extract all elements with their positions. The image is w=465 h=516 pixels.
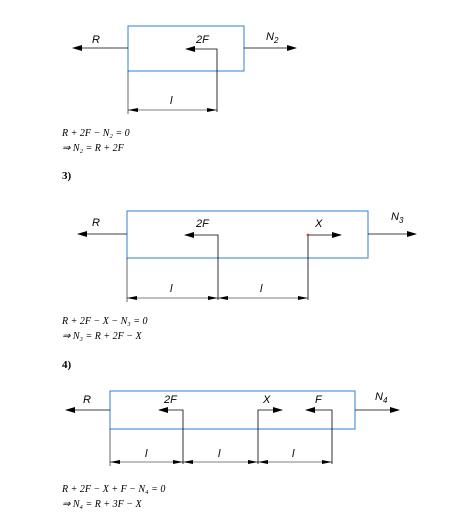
equation-3b: ⇒ N₄ = R + 3F − X bbox=[62, 499, 142, 510]
dim-arrow-r-1 bbox=[207, 108, 217, 112]
dim-label-1: l bbox=[170, 95, 173, 107]
label-2f-1: 2F bbox=[195, 34, 210, 46]
dim-label-3a: l bbox=[145, 448, 148, 460]
equation-1a: R + 2F − N₂ = 0 bbox=[62, 128, 130, 139]
dim-label-3c: l bbox=[292, 448, 295, 460]
dim-label-3b: l bbox=[218, 448, 221, 460]
force-x-point bbox=[306, 233, 310, 237]
label-n-3: N4 bbox=[375, 391, 388, 405]
label-f-3: F bbox=[315, 394, 323, 406]
bar-1 bbox=[127, 25, 245, 72]
dim-arrow-2b bbox=[208, 296, 218, 300]
equation-2a: R + 2F − X − N₃ = 0 bbox=[62, 316, 148, 327]
dim-arrow-3c bbox=[183, 460, 193, 464]
equation-3a: R + 2F − X + F − N₄ = 0 bbox=[62, 484, 166, 495]
dim-label-2b: l bbox=[260, 283, 263, 295]
force-x-line-3 bbox=[257, 407, 283, 464]
bar-2 bbox=[126, 210, 369, 259]
diagram-2: R N3 2F X l l bbox=[77, 210, 417, 302]
dim-arrow-3a bbox=[110, 460, 120, 464]
dim-arrow-2a bbox=[127, 296, 137, 300]
dim-arrow-3d bbox=[248, 460, 258, 464]
label-2f-3: 2F bbox=[163, 394, 178, 406]
equation-1b: ⇒ N₂ = R + 2F bbox=[62, 143, 124, 154]
force-f-line-3 bbox=[305, 407, 333, 464]
section-heading-3: 3) bbox=[62, 170, 72, 182]
label-x-3: X bbox=[262, 394, 271, 406]
label-n-2: N3 bbox=[391, 211, 404, 225]
equation-2b: ⇒ N₃ = R + 2F − X bbox=[62, 331, 142, 342]
force-x-line-2 bbox=[307, 232, 342, 300]
dim-arrow-l-1 bbox=[128, 108, 138, 112]
dim-arrow-3e bbox=[258, 460, 268, 464]
diagram-1: R N2 2F l bbox=[72, 25, 297, 114]
dim-arrow-3f bbox=[322, 460, 332, 464]
label-r-3: R bbox=[83, 394, 91, 406]
force-2f-line-3 bbox=[158, 407, 184, 464]
dim-label-2a: l bbox=[170, 283, 173, 295]
dim-arrow-2c bbox=[218, 296, 228, 300]
label-n-1: N2 bbox=[266, 31, 279, 45]
label-r-2: R bbox=[92, 217, 100, 229]
force-2f-line-2 bbox=[184, 232, 219, 300]
dim-arrow-3b bbox=[173, 460, 183, 464]
label-x-2: X bbox=[314, 218, 323, 230]
dim-arrow-2d bbox=[298, 296, 308, 300]
diagram-3: R N4 2F X F l l l bbox=[65, 390, 400, 466]
label-r-1: R bbox=[92, 34, 100, 46]
label-2f-2: 2F bbox=[195, 218, 210, 230]
force-2f-line-1 bbox=[185, 46, 218, 112]
section-heading-4: 4) bbox=[62, 359, 72, 371]
